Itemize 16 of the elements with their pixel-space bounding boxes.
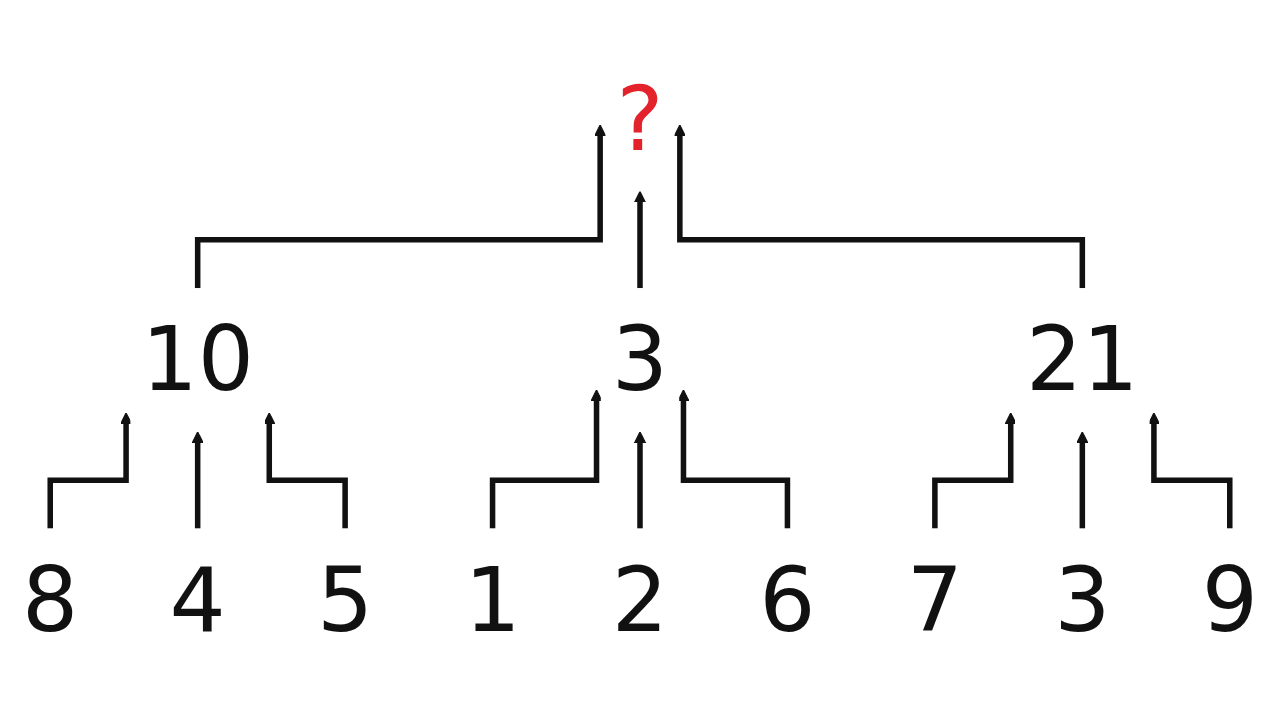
arrow [633,190,647,291]
node-text: 2 [611,549,669,652]
node-text: 1 [464,549,521,652]
node-text: 21 [1026,308,1139,412]
node-text: 3 [611,308,669,412]
node-text: ? [616,68,664,171]
node-text: 3 [1054,549,1111,652]
node-text: 4 [169,549,226,652]
node-text: 9 [1201,549,1258,652]
arrow [673,124,1086,291]
node-text: 6 [759,549,816,652]
arrow [194,124,607,291]
node-text: 8 [22,549,79,652]
node-text: 10 [141,308,254,412]
node-text: 7 [906,549,964,652]
node-text: 5 [316,549,374,652]
